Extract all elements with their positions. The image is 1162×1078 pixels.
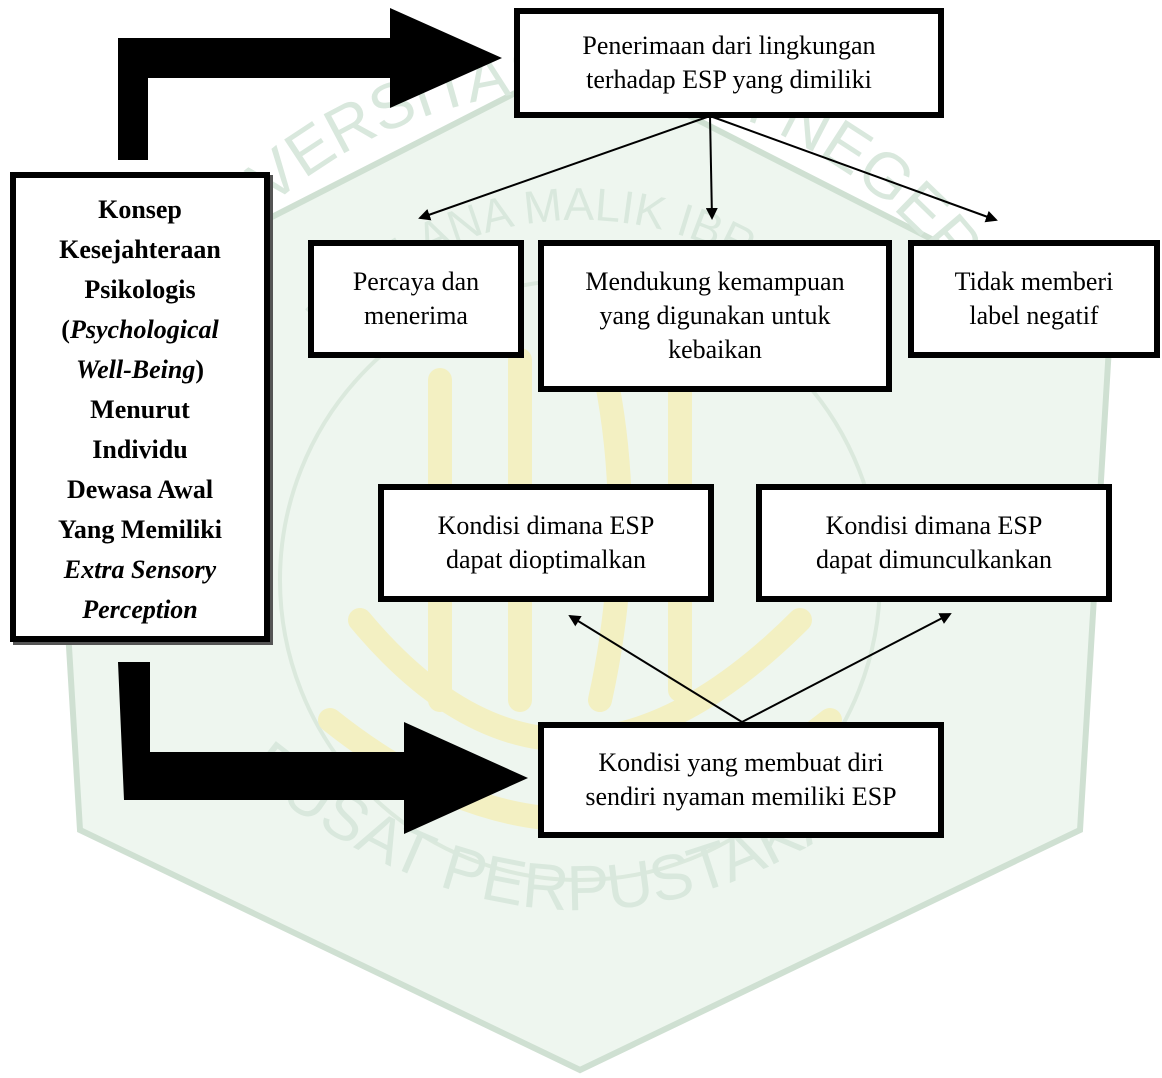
no-label-line-2: label negatif <box>969 301 1099 330</box>
concept-line-7: Individu <box>92 435 188 464</box>
concept-psychological: Psychological <box>69 315 219 344</box>
support-line-3: kebaikan <box>668 335 762 364</box>
concept-line-4: (Psychological <box>16 310 264 350</box>
believe-box: Percaya dan menerima <box>308 240 524 358</box>
acceptance-line-2: terhadap ESP yang dimiliki <box>586 65 872 94</box>
acceptance-box: Penerimaan dari lingkungan terhadap ESP … <box>514 8 944 118</box>
no-label-box: Tidak memberi label negatif <box>908 240 1160 358</box>
comfort-line-1: Kondisi yang membuat diri <box>598 748 884 777</box>
concept-line-5: Well-Being) <box>16 350 264 390</box>
concept-well-being: Well-Being <box>75 355 196 384</box>
comfort-line-2: sendiri nyaman memiliki ESP <box>585 782 897 811</box>
emerge-line-2: dapat dimunculkankan <box>815 545 1053 574</box>
acceptance-line-1: Penerimaan dari lingkungan <box>582 31 876 60</box>
concept-line-11: Perception <box>82 595 198 624</box>
optimize-box: Kondisi dimana ESP dapat dioptimalkan <box>378 484 714 602</box>
support-line-2: yang digunakan untuk <box>599 301 831 330</box>
believe-line-1: Percaya dan <box>352 267 480 296</box>
concept-box: Konsep Kesejahteraan Psikologis (Psychol… <box>10 172 270 642</box>
arrow-acceptance-to-nolabel <box>709 115 998 223</box>
arrow-acceptance-to-believe <box>418 115 711 221</box>
concept-line-6: Menurut <box>90 395 190 424</box>
concept-line-2: Kesejahteraan <box>59 235 221 264</box>
arrow-acceptance-to-support <box>705 115 718 220</box>
concept-line-3: Psikologis <box>84 275 196 304</box>
concept-line-1: Konsep <box>98 195 182 224</box>
arrow-comfort-to-optimize <box>568 614 743 723</box>
concept-line-10: Extra Sensory <box>63 555 217 584</box>
emerge-box: Kondisi dimana ESP dapat dimunculkankan <box>756 484 1112 602</box>
concept-paren-close: ) <box>195 355 205 384</box>
no-label-line-1: Tidak memberi <box>954 267 1114 296</box>
comfort-box: Kondisi yang membuat diri sendiri nyaman… <box>538 722 944 838</box>
concept-paren-open: ( <box>61 315 70 344</box>
thick-arrow-bottom <box>118 662 528 834</box>
support-line-1: Mendukung kemampuan <box>585 267 845 296</box>
optimize-line-1: Kondisi dimana ESP <box>437 511 655 540</box>
optimize-line-2: dapat dioptimalkan <box>445 545 646 574</box>
thick-arrow-top <box>118 8 502 160</box>
concept-line-8: Dewasa Awal <box>66 475 214 504</box>
concept-line-9: Yang Memiliki <box>58 515 222 544</box>
emerge-line-1: Kondisi dimana ESP <box>825 511 1043 540</box>
support-box: Mendukung kemampuan yang digunakan untuk… <box>538 240 892 392</box>
believe-line-2: menerima <box>364 301 468 330</box>
arrow-comfort-to-emerge <box>741 613 952 723</box>
